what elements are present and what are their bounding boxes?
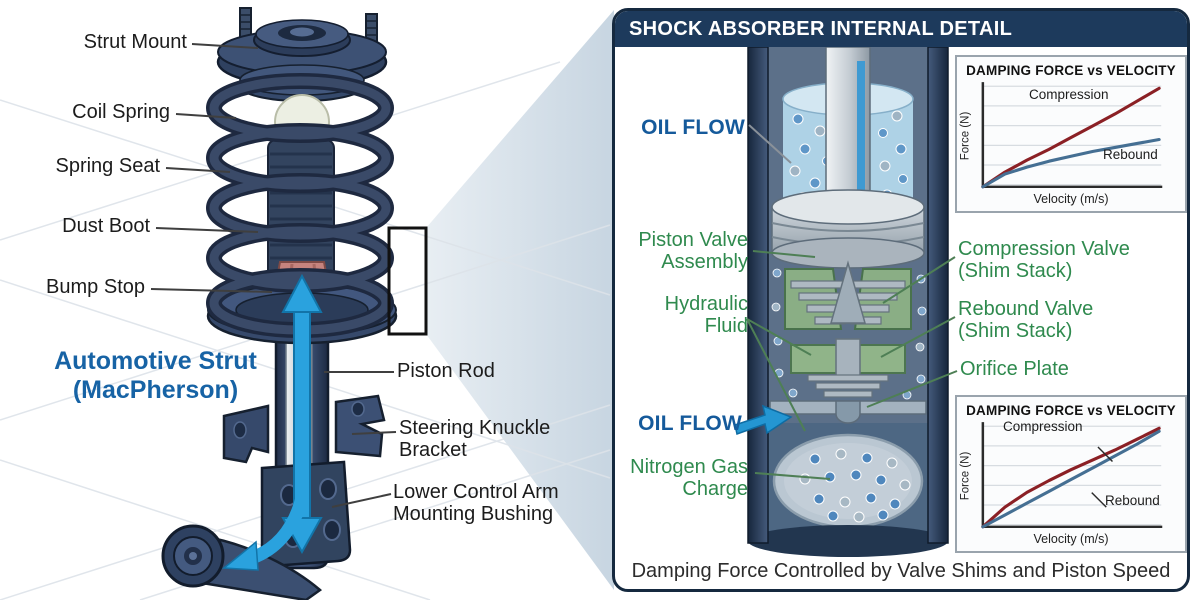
- damping-chart-top: DAMPING FORCE vs VELOCITY Force (N) Velo…: [955, 55, 1187, 213]
- detail-panel: SHOCK ABSORBER INTERNAL DETAIL: [612, 8, 1190, 592]
- chart-y-axis-label: Force (N): [959, 451, 971, 501]
- label-nitrogen-gas-charge: Nitrogen Gas Charge: [630, 456, 748, 500]
- label-compression-valve: Compression Valve (Shim Stack): [958, 238, 1130, 282]
- piston-part: [771, 189, 925, 269]
- label-oil-flow-top: OIL FLOW: [641, 116, 745, 139]
- shock-absorber-cutaway: [734, 46, 958, 557]
- callout-box: [387, 226, 428, 336]
- gas-bubbles: [799, 448, 911, 523]
- strut-illustration: [161, 7, 428, 600]
- chart-x-axis-label: Velocity (m/s): [1033, 192, 1109, 206]
- label-steering-knuckle-bracket: Steering Knuckle Bracket: [399, 417, 551, 462]
- chart-x-axis-label: Velocity (m/s): [1033, 532, 1109, 546]
- annotation-rebound: Rebound: [1105, 493, 1160, 508]
- panel-caption: Damping Force Controlled by Valve Shims …: [631, 560, 1171, 582]
- panel-header: SHOCK ABSORBER INTERNAL DETAIL: [615, 11, 1187, 47]
- annotation-rebound: Rebound: [1103, 147, 1158, 162]
- label-bump-stop: Bump Stop: [46, 276, 145, 298]
- strut-mount-part: [216, 7, 388, 88]
- diagram-title-line1: Automotive Strut: [54, 347, 257, 375]
- label-piston-valve-assembly: Piston Valve Assembly: [638, 229, 748, 273]
- label-hydraulic-fluid: Hydraulic Fluid: [664, 293, 748, 337]
- diagram-title: Automotive Strut (MacPherson): [38, 347, 273, 405]
- orifice-plate-part: [769, 400, 927, 424]
- compression-valve-part: [784, 260, 912, 330]
- chart-y-axis-label: Force (N): [959, 111, 971, 161]
- annotation-compression: Compression: [1029, 87, 1109, 102]
- rotation-arrow-icon: [222, 491, 309, 571]
- label-coil-spring: Coil Spring: [72, 101, 170, 123]
- label-rebound-valve: Rebound Valve (Shim Stack): [958, 298, 1094, 342]
- pointer-lines: [746, 124, 958, 480]
- cylinder-bottom-cap: [748, 525, 948, 557]
- annotation-compression: Compression: [1003, 419, 1083, 434]
- chart-title: DAMPING FORCE vs VELOCITY: [966, 403, 1176, 418]
- rebound-valve-part: [790, 338, 906, 398]
- magnifier-wedge: [426, 10, 614, 590]
- damping-chart-plot: [981, 422, 1163, 529]
- label-strut-mount: Strut Mount: [83, 31, 187, 53]
- label-piston-rod: Piston Rod: [397, 360, 495, 382]
- motion-arrow-icon: [281, 273, 323, 555]
- annotation-pointers: [1091, 446, 1113, 508]
- damping-chart-plot: [981, 82, 1163, 189]
- rod-stripe: [857, 61, 865, 203]
- label-lower-control-arm: Lower Control Arm Mounting Bushing: [393, 481, 559, 526]
- nitrogen-chamber: [772, 433, 924, 529]
- diagram-title-line2: (MacPherson): [72, 375, 239, 404]
- chart-title: DAMPING FORCE vs VELOCITY: [966, 63, 1176, 78]
- lower-control-arm-part: [161, 524, 323, 600]
- steering-knuckle-bracket-part: [222, 394, 386, 464]
- damping-chart-bottom: DAMPING FORCE vs VELOCITY Force (N) Velo…: [955, 395, 1187, 553]
- label-spring-seat: Spring Seat: [55, 155, 160, 177]
- label-oil-flow-bottom: OIL FLOW: [638, 412, 742, 435]
- piston-rod-part: [825, 46, 871, 208]
- leader-lines: [150, 43, 397, 508]
- label-dust-boot: Dust Boot: [62, 215, 150, 237]
- label-orifice-plate: Orifice Plate: [960, 358, 1069, 380]
- oil-flow-arrow-icon: [734, 404, 793, 435]
